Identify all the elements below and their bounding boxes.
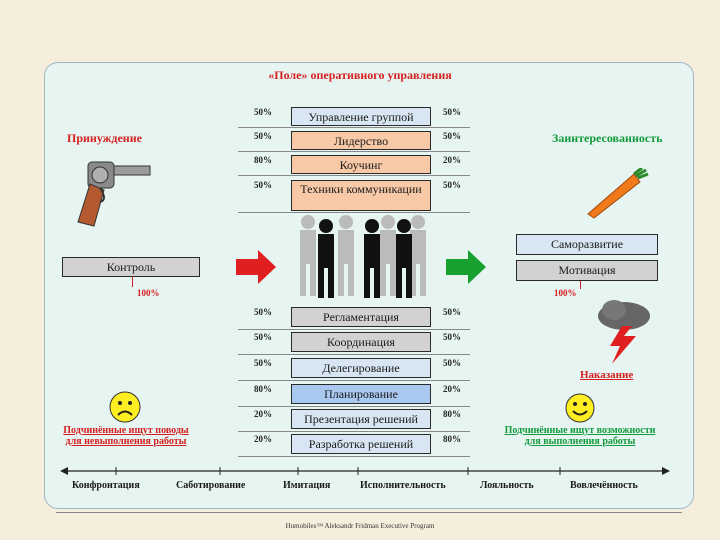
bottom-box-right-pct: 80% [443, 434, 461, 444]
right-caption-line-1: Подчинённые ищут возможности [504, 425, 656, 436]
bottom-box: Регламентация [291, 307, 431, 327]
control-bar: Контроль [62, 257, 200, 277]
left-caption-line-2: для невыполнения работы [65, 436, 187, 447]
top-box-rule [238, 175, 470, 176]
top-box-left-pct: 80% [254, 155, 272, 165]
behavior-axis [60, 467, 670, 475]
revolver-icon [77, 161, 151, 227]
people-icon [300, 215, 426, 298]
bottom-box-left-pct: 80% [254, 384, 272, 394]
top-box-right-pct: 50% [443, 131, 461, 141]
bottom-box-rule [238, 431, 470, 432]
bottom-box: Презентация решений [291, 409, 431, 429]
control-pct: 100% [137, 288, 160, 298]
bottom-box-left-pct: 50% [254, 307, 272, 317]
footer-rule [56, 512, 682, 513]
bottom-box-right-pct: 80% [443, 409, 461, 419]
self-development-bar: Саморазвитие [516, 234, 658, 255]
carrot-icon [587, 168, 649, 219]
motivation-tick [580, 281, 581, 289]
axis-label: Саботирование [176, 480, 246, 491]
green-arrow-icon [446, 250, 486, 284]
left-caption: Подчинённые ищут поводы для невыполнения… [48, 425, 204, 447]
bottom-box-left-pct: 20% [254, 409, 272, 419]
smiley-face-icon [565, 393, 595, 423]
top-box: Управление группой [291, 107, 431, 126]
bottom-box-left-pct: 50% [254, 358, 272, 368]
top-box-right-pct: 50% [443, 180, 461, 190]
bottom-box-right-pct: 50% [443, 332, 461, 342]
motivation-bar: Мотивация [516, 260, 658, 281]
control-tick [132, 277, 133, 287]
punishment-label: Наказание [580, 369, 634, 381]
bottom-box: Разработка решений [291, 434, 431, 454]
axis-label: Конфронтация [72, 480, 140, 491]
sad-face-icon [109, 391, 141, 423]
motivation-pct: 100% [554, 288, 577, 298]
bottom-box-left-pct: 50% [254, 332, 272, 342]
top-box-right-pct: 50% [443, 107, 461, 117]
footer-text: Humobiles™ Aleksandr Fridman Executive P… [285, 522, 435, 530]
top-box-right-pct: 20% [443, 155, 461, 165]
storm-cloud-icon [598, 300, 650, 364]
right-caption: Подчинённые ищут возможности для выполне… [486, 425, 674, 447]
bottom-box-rule [238, 380, 470, 381]
bottom-box: Координация [291, 332, 431, 352]
top-box-rule [238, 212, 470, 213]
bottom-box-right-pct: 20% [443, 384, 461, 394]
bottom-box-rule [238, 354, 470, 355]
top-box: Лидерство [291, 131, 431, 150]
bottom-box-rule [238, 406, 470, 407]
top-box-left-pct: 50% [254, 180, 272, 190]
top-box-left-pct: 50% [254, 131, 272, 141]
interest-label: Заинтересованность [552, 131, 663, 145]
bottom-box: Планирование [291, 384, 431, 404]
top-box-rule [238, 127, 470, 128]
bottom-box: Делегирование [291, 358, 431, 378]
bottom-box-left-pct: 20% [254, 434, 272, 444]
axis-label: Лояльность [480, 480, 534, 491]
bottom-box-rule [238, 456, 470, 457]
axis-label: Исполнительность [360, 480, 446, 491]
bottom-box-right-pct: 50% [443, 358, 461, 368]
right-caption-line-2: для выполнения работы [524, 436, 636, 447]
top-box: Коучинг [291, 155, 431, 174]
bottom-box-right-pct: 50% [443, 307, 461, 317]
red-arrow-icon [236, 250, 276, 284]
coercion-label: Принуждение [67, 131, 142, 145]
bottom-box-rule [238, 329, 470, 330]
top-box-left-pct: 50% [254, 107, 272, 117]
top-box-rule [238, 151, 470, 152]
axis-label: Вовлечённость [570, 480, 638, 491]
top-box: Техники коммуникации [291, 180, 431, 211]
diagram-title: «Поле» оперативного управления [268, 68, 452, 82]
axis-label: Имитация [283, 480, 331, 491]
left-caption-line-1: Подчинённые ищут поводы [63, 425, 189, 436]
